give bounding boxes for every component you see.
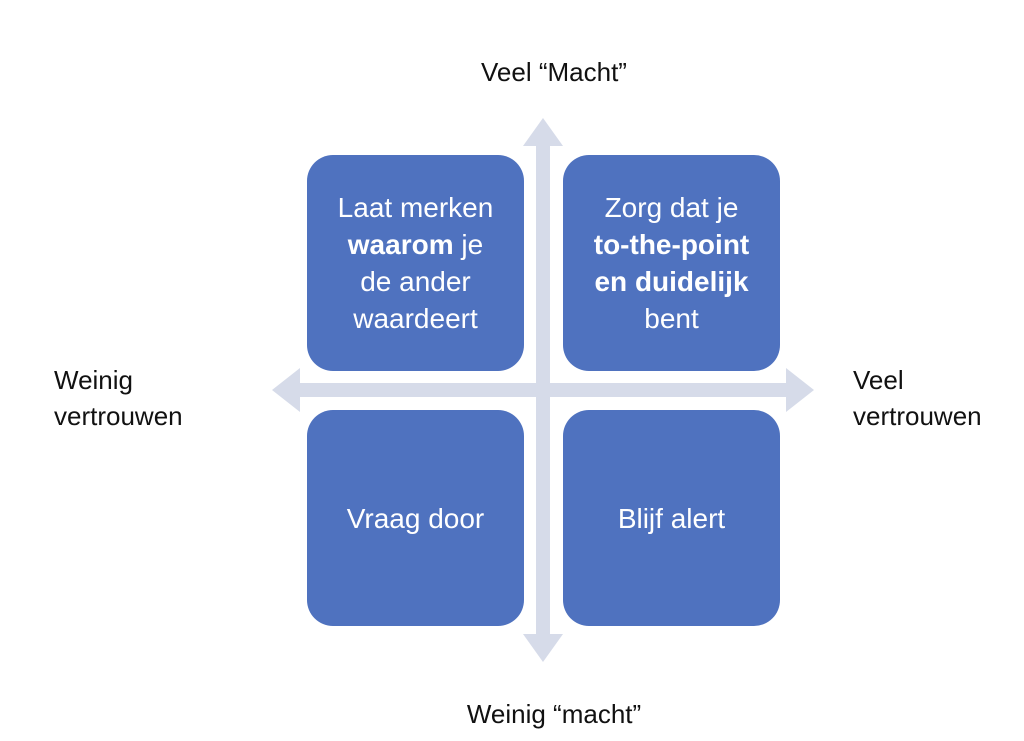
- quadrant-line: waarom je: [338, 226, 494, 263]
- quadrant-bottom-left-text: Vraag door: [347, 500, 485, 537]
- quadrant-line: Laat merken: [338, 189, 494, 226]
- axis-label-right-line-2: vertrouwen: [853, 401, 982, 431]
- horizontal-axis-arrow: [272, 368, 814, 412]
- quadrant-top-left-text: Laat merken waarom je de ander waardeert: [338, 189, 494, 337]
- axis-label-right-line-1: Veel: [853, 365, 904, 395]
- quadrant-text-run: de ander: [360, 266, 471, 297]
- quadrant-line: de ander: [338, 263, 494, 300]
- quadrant-bottom-left: Vraag door: [307, 410, 524, 626]
- axis-label-top: Veel “Macht”: [481, 57, 627, 87]
- quadrant-line: bent: [594, 300, 750, 337]
- quadrant-line: en duidelijk: [594, 263, 750, 300]
- quadrant-text-run: bent: [644, 303, 699, 334]
- quadrant-bottom-right-text: Blijf alert: [618, 500, 725, 537]
- quadrant-text-run-bold: to-the-point: [593, 229, 750, 260]
- quadrant-bottom-right: Blijf alert: [563, 410, 780, 626]
- quadrant-line: Vraag door: [347, 500, 485, 537]
- axis-label-left-line-2: vertrouwen: [54, 401, 183, 431]
- axis-label-bottom: Weinig “macht”: [466, 699, 642, 729]
- quadrant-top-right-text: Zorg dat je to-the-point en duidelijk be…: [594, 189, 750, 337]
- quadrant-text-run: Vraag door: [346, 502, 485, 534]
- quadrant-line: to-the-point: [594, 226, 750, 263]
- axis-label-left: Weinig vertrouwen: [54, 362, 234, 434]
- quadrant-line: Blijf alert: [618, 500, 725, 537]
- axis-label-left-line-1: Weinig: [54, 365, 134, 395]
- quadrant-top-left: Laat merken waarom je de ander waardeert: [307, 155, 524, 371]
- quadrant-text-run: waardeert: [353, 303, 478, 334]
- quadrant-text-run-bold: en duidelijk: [594, 266, 749, 297]
- quadrant-text-run: je: [453, 229, 484, 260]
- quadrant-text-run: Blijf alert: [617, 502, 726, 534]
- axis-label-right: Veel vertrouwen: [853, 362, 1023, 434]
- quadrant-line: Zorg dat je: [594, 189, 750, 226]
- quadrant-text-run: Laat merken: [337, 192, 494, 223]
- quadrant-text-run: Zorg dat je: [604, 192, 739, 223]
- quadrant-line: waardeert: [338, 300, 494, 337]
- quadrant-top-right: Zorg dat je to-the-point en duidelijk be…: [563, 155, 780, 371]
- quadrant-text-run-bold: waarom: [347, 229, 454, 260]
